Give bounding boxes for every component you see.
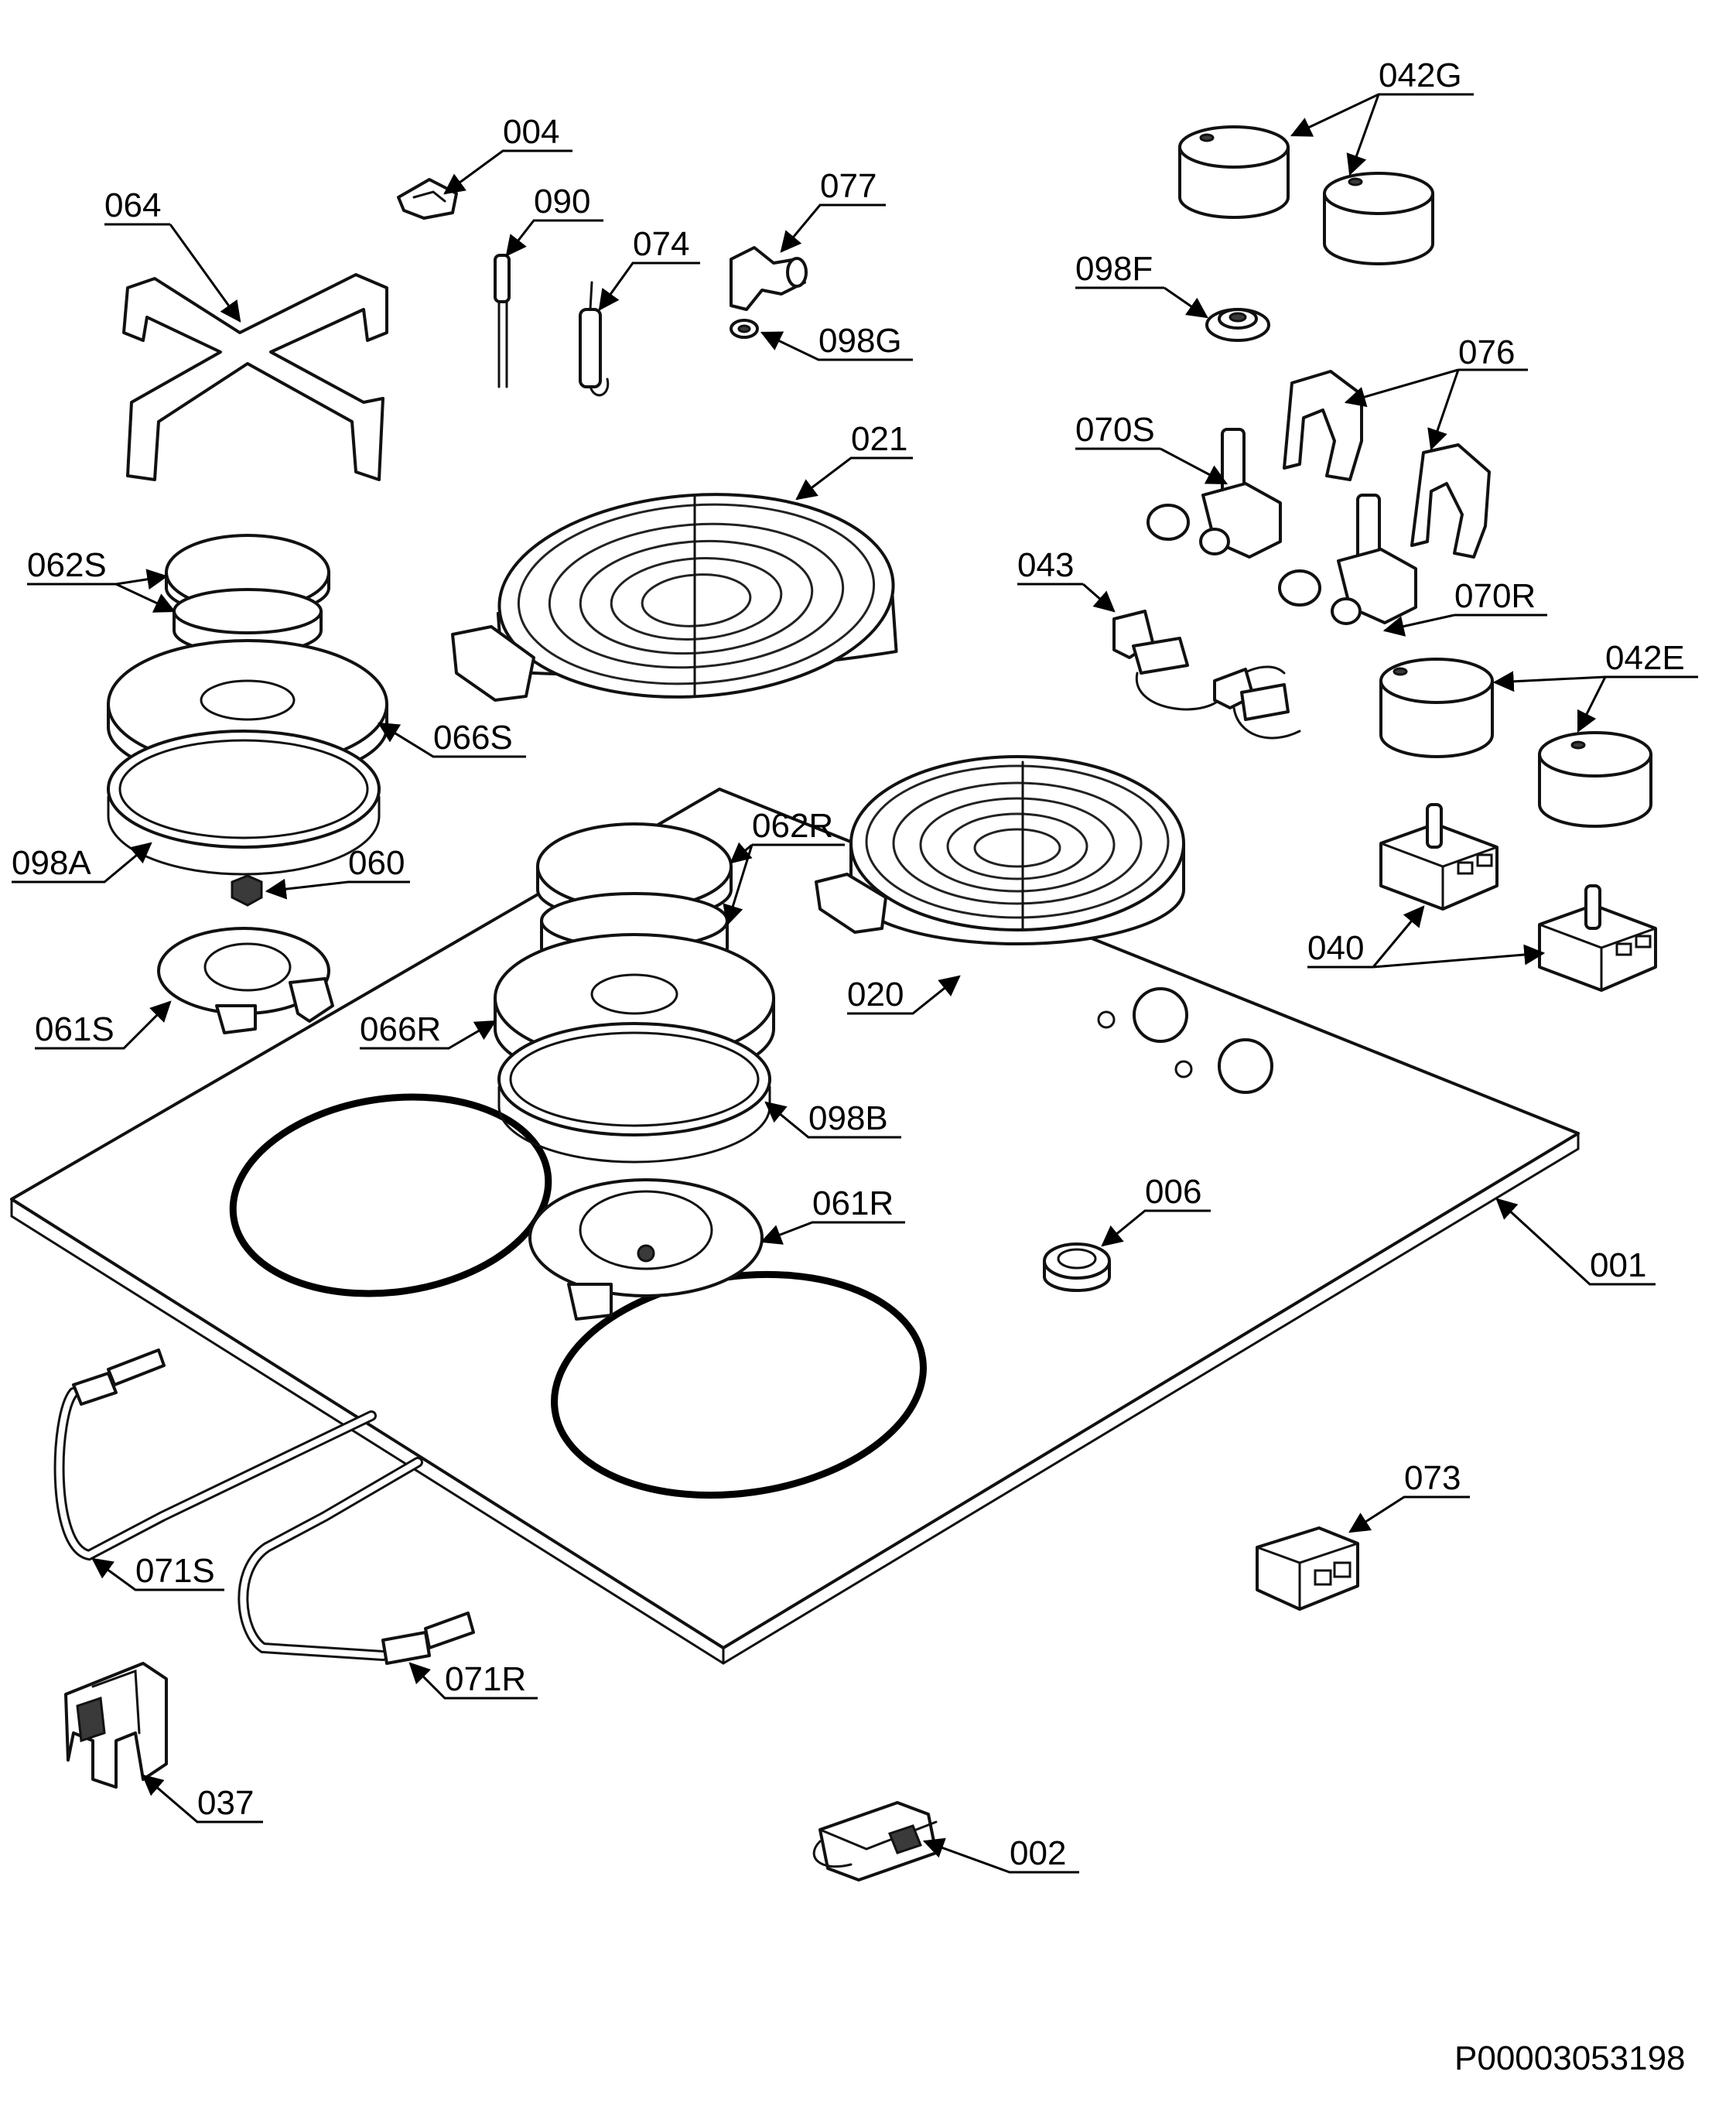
knob-042g-left	[1178, 125, 1290, 219]
svg-text:042E: 042E	[1605, 639, 1685, 677]
ignition-generator-073	[1256, 1526, 1359, 1611]
ignition-electrode	[494, 254, 511, 388]
svg-text:071S: 071S	[135, 1552, 215, 1590]
svg-text:020: 020	[847, 976, 904, 1013]
label-076: 076	[1344, 333, 1528, 451]
svg-text:062R: 062R	[752, 807, 833, 845]
diagram-id: P00003053198	[1454, 2039, 1686, 2077]
energy-regulator-left	[1379, 803, 1498, 911]
thermocouple	[579, 281, 610, 397]
label-002: 002	[922, 1834, 1079, 1874]
label-037: 037	[142, 1774, 263, 1823]
label-098b: 098B	[764, 1099, 901, 1139]
svg-text:040: 040	[1307, 929, 1364, 967]
svg-text:064: 064	[104, 186, 161, 224]
bracket-076-right	[1410, 443, 1491, 559]
gas-pipe-071s	[53, 1348, 377, 1561]
label-001: 001	[1495, 1198, 1656, 1286]
injector-060	[231, 874, 263, 907]
label-042g: 042G	[1290, 56, 1474, 176]
label-074: 074	[598, 225, 700, 311]
svg-text:043: 043	[1017, 546, 1074, 584]
label-098g: 098G	[760, 322, 913, 361]
svg-text:061R: 061R	[812, 1184, 894, 1222]
label-066s: 066S	[378, 719, 526, 758]
label-060: 060	[265, 844, 410, 900]
svg-text:074: 074	[633, 225, 689, 263]
label-073: 073	[1348, 1459, 1470, 1533]
svg-text:042G: 042G	[1379, 56, 1462, 94]
label-042e: 042E	[1492, 639, 1698, 733]
knob-042e-right	[1538, 731, 1652, 828]
label-043: 043	[1017, 546, 1116, 613]
svg-text:090: 090	[534, 183, 590, 220]
label-077: 077	[780, 167, 886, 253]
svg-text:076: 076	[1458, 333, 1515, 371]
label-006: 006	[1101, 1173, 1211, 1247]
knob-042g-right	[1323, 172, 1434, 265]
svg-text:071R: 071R	[445, 1660, 526, 1698]
label-021: 021	[795, 420, 913, 501]
svg-text:066R: 066R	[360, 1010, 441, 1048]
label-062r: 062R	[723, 807, 845, 927]
switch-002	[812, 1801, 938, 1882]
label-066r: 066R	[360, 1010, 497, 1050]
svg-text:062S: 062S	[27, 546, 107, 584]
gas-valve-070r	[1278, 494, 1417, 625]
spring-098f	[1205, 308, 1270, 342]
svg-text:070S: 070S	[1075, 411, 1155, 449]
svg-text:060: 060	[348, 844, 405, 882]
svg-text:002: 002	[1010, 1834, 1066, 1872]
label-090: 090	[505, 183, 603, 257]
label-064: 064	[104, 186, 241, 323]
svg-text:098F: 098F	[1075, 250, 1153, 288]
pilot-switch	[1112, 610, 1301, 740]
hotplate-020	[815, 755, 1185, 945]
svg-text:098G: 098G	[818, 322, 902, 360]
elbow-connector	[730, 246, 808, 311]
svg-text:066S: 066S	[433, 719, 513, 757]
knob-042e-left	[1379, 658, 1494, 758]
svg-text:098A: 098A	[12, 844, 91, 882]
label-098a: 098A	[12, 842, 152, 884]
gas-valve-070s	[1147, 428, 1282, 559]
bracket-076-left	[1283, 370, 1363, 481]
cooktop-plate	[10, 788, 1580, 1665]
svg-text:070R: 070R	[1454, 577, 1536, 615]
hotplate-021	[451, 493, 898, 702]
seal-098a	[107, 730, 381, 876]
label-070r: 070R	[1382, 577, 1547, 637]
label-020: 020	[847, 975, 961, 1015]
washer-098g	[730, 319, 759, 339]
svg-text:061S: 061S	[35, 1010, 114, 1048]
seal-098b	[497, 1022, 771, 1164]
label-061r: 061R	[760, 1184, 905, 1245]
label-071r: 071R	[408, 1660, 538, 1700]
svg-text:037: 037	[197, 1784, 254, 1822]
energy-regulator-right	[1538, 884, 1657, 992]
pan-support	[122, 273, 388, 481]
svg-text:004: 004	[503, 113, 559, 151]
fixing-clip-037	[64, 1662, 168, 1789]
svg-text:073: 073	[1404, 1459, 1461, 1497]
thermocouple-clip	[397, 178, 458, 220]
grommet-006	[1043, 1242, 1111, 1292]
label-004: 004	[443, 113, 572, 195]
svg-text:077: 077	[820, 167, 877, 205]
label-040: 040	[1307, 905, 1546, 969]
gas-pipe-071r	[238, 1457, 475, 1665]
svg-text:098B: 098B	[808, 1099, 888, 1137]
label-098f: 098F	[1075, 250, 1208, 319]
label-070s: 070S	[1075, 411, 1228, 485]
svg-text:001: 001	[1590, 1246, 1646, 1284]
label-071s: 071S	[91, 1552, 224, 1591]
burner-base-061s	[157, 927, 334, 1034]
svg-text:021: 021	[851, 420, 907, 458]
label-062s: 062S	[27, 546, 176, 613]
svg-text:006: 006	[1145, 1173, 1201, 1211]
label-061s: 061S	[35, 1000, 172, 1050]
